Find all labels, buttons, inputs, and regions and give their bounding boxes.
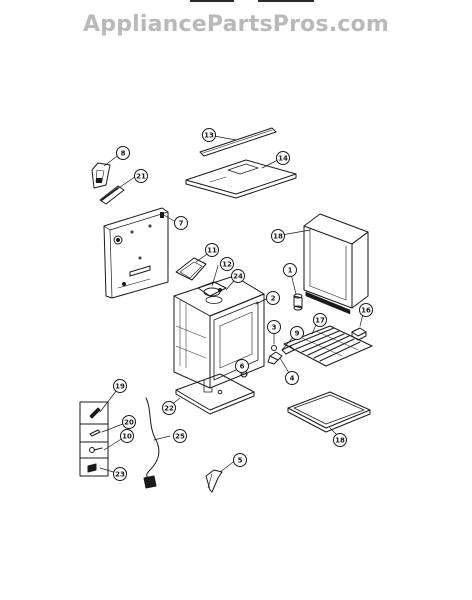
callout-3: 3 xyxy=(267,320,281,334)
header-rules xyxy=(0,0,472,6)
part-hardware xyxy=(267,345,295,365)
callout-bubble xyxy=(205,243,219,257)
callout-20: 20 xyxy=(122,415,136,429)
callout-6: 6 xyxy=(235,359,249,373)
callout-label: 22 xyxy=(164,405,174,413)
callout-13: 13 xyxy=(202,128,216,142)
callout-label: 14 xyxy=(278,155,288,163)
callout-bubble xyxy=(202,128,216,142)
callout-label: 24 xyxy=(233,273,243,281)
callout-bubble xyxy=(113,467,127,481)
callout-label: 11 xyxy=(207,247,217,255)
callout-bubble xyxy=(276,151,290,165)
callout-bubble xyxy=(116,146,130,160)
callout-11: 11 xyxy=(205,243,219,257)
callout-bubble xyxy=(173,429,187,443)
callout-label: 18 xyxy=(335,437,345,445)
part-top-trim xyxy=(199,127,277,157)
part-clip xyxy=(351,327,367,341)
callout-bubble xyxy=(285,371,299,385)
callout-bubble xyxy=(233,453,247,467)
callout-23: 23 xyxy=(113,467,127,481)
callout-19: 19 xyxy=(113,379,127,393)
callout-label: 6 xyxy=(240,363,245,371)
header-rule-left xyxy=(190,0,234,2)
part-back-panel xyxy=(103,207,169,299)
callout-18: 18 xyxy=(271,229,285,243)
callout-label: 3 xyxy=(272,324,277,332)
callout-bubble xyxy=(333,433,347,447)
callout-label: 25 xyxy=(175,433,185,441)
callout-label: 20 xyxy=(124,419,134,427)
callout-label: 4 xyxy=(290,375,295,383)
callout-label: 9 xyxy=(295,330,300,338)
callout-bubble xyxy=(174,216,188,230)
callout-label: 23 xyxy=(115,471,125,479)
part-oven-door-frame xyxy=(303,213,369,315)
callout-label: 17 xyxy=(315,317,325,325)
callout-22: 22 xyxy=(162,401,176,415)
callout-4: 4 xyxy=(285,371,299,385)
callout-label: 10 xyxy=(122,433,132,441)
callout-12: 12 xyxy=(220,257,234,271)
part-small-plate xyxy=(99,185,125,205)
callout-5: 5 xyxy=(233,453,247,467)
callout-bubble xyxy=(162,401,176,415)
callout-label: 19 xyxy=(115,383,125,391)
callout-1: 1 xyxy=(283,263,297,277)
callout-bubble xyxy=(359,303,373,317)
callout-bubble xyxy=(120,429,134,443)
callout-bubble xyxy=(267,320,281,334)
callout-label: 18 xyxy=(273,233,283,241)
callout-bubble xyxy=(134,169,148,183)
callout-bubble xyxy=(271,229,285,243)
callout-bubble xyxy=(220,257,234,271)
callout-bubble xyxy=(231,269,245,283)
part-bottom-panel xyxy=(175,373,255,415)
header-rule-right xyxy=(258,0,314,2)
watermark-text: AppliancePartsPros.com xyxy=(83,12,389,37)
part-hardware-kit xyxy=(79,401,109,477)
callout-17: 17 xyxy=(313,313,327,327)
callout-bubble xyxy=(113,379,127,393)
callout-bubble xyxy=(290,326,304,340)
part-bracket xyxy=(91,162,111,189)
callout-bubble xyxy=(235,359,249,373)
callout-label: 2 xyxy=(271,295,276,303)
callout-label: 21 xyxy=(136,173,146,181)
callout-bubble xyxy=(122,415,136,429)
part-power-cord xyxy=(143,397,160,489)
callout-bubble xyxy=(266,291,280,305)
callout-25: 25 xyxy=(173,429,187,443)
part-top-panel xyxy=(185,159,297,199)
callout-8: 8 xyxy=(116,146,130,160)
callout-24: 24 xyxy=(231,269,245,283)
callout-9: 9 xyxy=(290,326,304,340)
callout-7: 7 xyxy=(174,216,188,230)
callout-label: 13 xyxy=(204,132,214,140)
part-oven-body xyxy=(173,275,265,393)
callout-label: 12 xyxy=(222,261,232,269)
callout-label: 1 xyxy=(288,267,293,275)
part-knob xyxy=(293,293,303,311)
callout-18: 18 xyxy=(333,433,347,447)
part-burner-tube xyxy=(205,469,223,493)
callout-bubble xyxy=(283,263,297,277)
part-oven-rack xyxy=(283,325,373,367)
callout-label: 8 xyxy=(121,150,126,158)
callout-label: 5 xyxy=(238,457,243,465)
callout-2: 2 xyxy=(266,291,280,305)
part-drawer-pan xyxy=(287,391,371,433)
callout-label: 16 xyxy=(361,307,371,315)
callout-21: 21 xyxy=(134,169,148,183)
callout-10: 10 xyxy=(120,429,134,443)
callout-bubble xyxy=(313,313,327,327)
callout-16: 16 xyxy=(359,303,373,317)
callout-14: 14 xyxy=(276,151,290,165)
callout-label: 7 xyxy=(179,220,184,228)
